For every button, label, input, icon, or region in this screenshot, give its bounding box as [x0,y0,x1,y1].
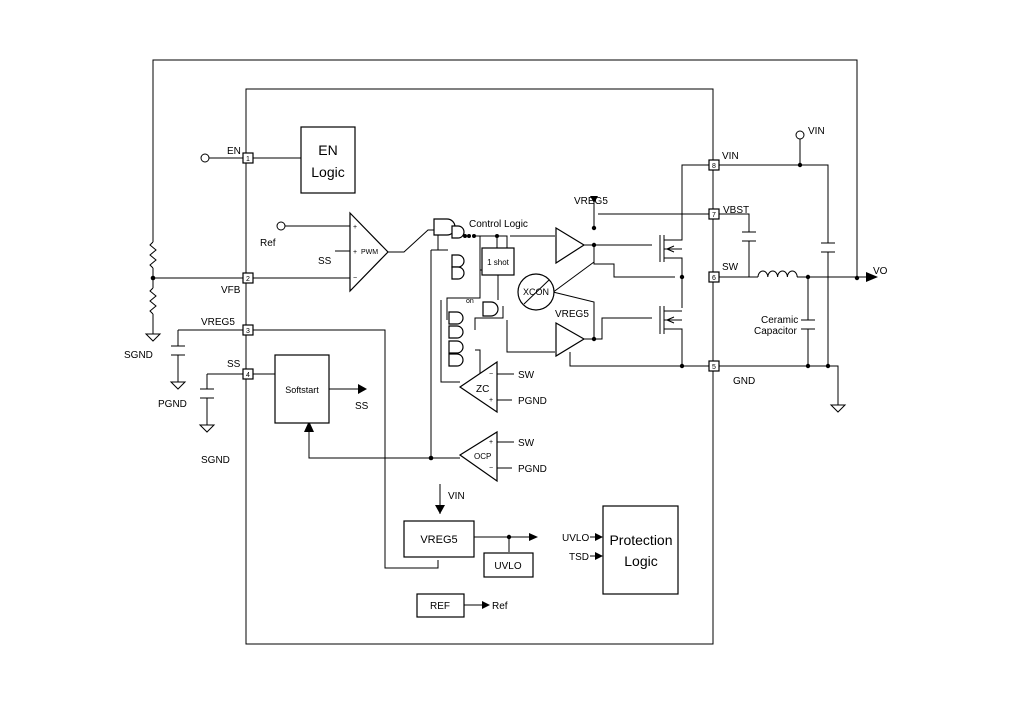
zc-pgnd-label: PGND [518,396,547,407]
svg-text:−: − [489,371,493,378]
vin-terminal [795,130,805,140]
svg-text:3: 3 [246,328,250,335]
pin-6: 6 [708,271,720,283]
svg-text:Protection: Protection [609,532,672,548]
svg-text:Logic: Logic [624,553,657,569]
svg-text:Logic: Logic [311,164,344,180]
en-logic-block: EN Logic [300,126,356,194]
high-side-driver [555,226,586,265]
en-terminal [200,153,210,163]
ceramic-label-2: Capacitor [754,326,797,337]
one-shot-block: 1 shot [481,247,515,276]
pgnd-label: PGND [158,399,187,410]
zc-sw-label: SW [518,370,535,381]
xcon-block: XCON [517,273,555,311]
uvlo-input-label: UVLO [562,533,589,544]
tsd-input-label: TSD [569,552,589,563]
pin-5: 5 [708,360,720,372]
svg-text:−: − [353,275,357,282]
vreg5-vin-label: VIN [448,491,465,502]
protection-logic-block: Protection Logic [602,505,679,595]
pin-label-sw: SW [722,262,739,273]
sgnd-bottom-label: SGND [201,455,230,466]
svg-text:4: 4 [246,372,250,379]
svg-text:EN: EN [318,142,337,158]
vreg5-block: VREG5 [403,520,475,558]
ceramic-label-1: Ceramic [761,315,798,326]
pin-label-vbst: VBST [723,205,749,216]
svg-text:6: 6 [712,275,716,282]
svg-text:XCON: XCON [523,287,549,297]
svg-text:+: + [353,224,357,231]
pin-label-vreg5: VREG5 [201,317,235,328]
wires [149,59,866,645]
ss-input-label: SS [318,256,332,267]
control-logic-label: Control Logic [469,219,528,230]
svg-text:1: 1 [246,156,250,163]
control-logic-gates [433,218,499,367]
ref-block: REF [416,593,465,618]
pin-label-gnd: GND [733,376,755,387]
uvlo-block: UVLO [483,552,534,578]
vin-supply-label: VIN [808,126,825,137]
ground-symbols [144,333,847,433]
svg-text:1 shot: 1 shot [487,258,510,267]
svg-text:+: + [353,249,357,256]
ref-terminal [276,221,286,231]
pin-label-vfb: VFB [221,285,241,296]
svg-text:REF: REF [430,601,450,612]
svg-text:VREG5: VREG5 [420,534,457,546]
low-side-driver [555,321,586,358]
pin-3: 3 [242,324,254,336]
pwm-comparator: + + − PWM [349,211,389,293]
pin-4: 4 [242,368,254,380]
vo-label: VO [873,266,888,277]
svg-text:OCP: OCP [474,452,491,461]
svg-text:PWM: PWM [361,249,378,256]
softstart-block: Softstart [274,354,330,424]
pin-8: 8 [708,159,720,171]
svg-text:2: 2 [246,276,250,283]
svg-text:5: 5 [712,364,716,371]
pin-2: 2 [242,272,254,284]
vreg5-driver-label-2: VREG5 [555,309,589,320]
ref-output-label: Ref [492,601,508,612]
vreg5-driver-label: VREG5 [574,196,608,207]
pin-1: 1 [242,152,254,164]
ref-input-label: Ref [260,238,276,249]
svg-text:UVLO: UVLO [494,561,521,572]
pin-7: 7 [708,208,720,220]
svg-text:+: + [489,439,493,446]
svg-text:+: + [489,397,493,404]
ocp-comparator: OCP + − [458,430,498,483]
pin-label-en: EN [227,146,241,157]
on-label: on [466,298,474,305]
svg-text:ZC: ZC [476,384,489,395]
sgnd-top-label: SGND [124,350,153,361]
svg-text:−: − [489,465,493,472]
svg-text:7: 7 [712,212,716,219]
ss-output-label: SS [355,401,369,412]
capacitors [171,231,835,399]
pin-label-vin: VIN [722,151,739,162]
ocp-pgnd-label: PGND [518,464,547,475]
svg-text:Softstart: Softstart [285,385,319,395]
pin-label-ss: SS [227,359,241,370]
junction-dots [150,162,860,540]
zc-comparator: ZC − + [458,360,498,414]
svg-text:8: 8 [712,163,716,170]
ocp-sw-label: SW [518,438,535,449]
arrows [304,196,878,609]
